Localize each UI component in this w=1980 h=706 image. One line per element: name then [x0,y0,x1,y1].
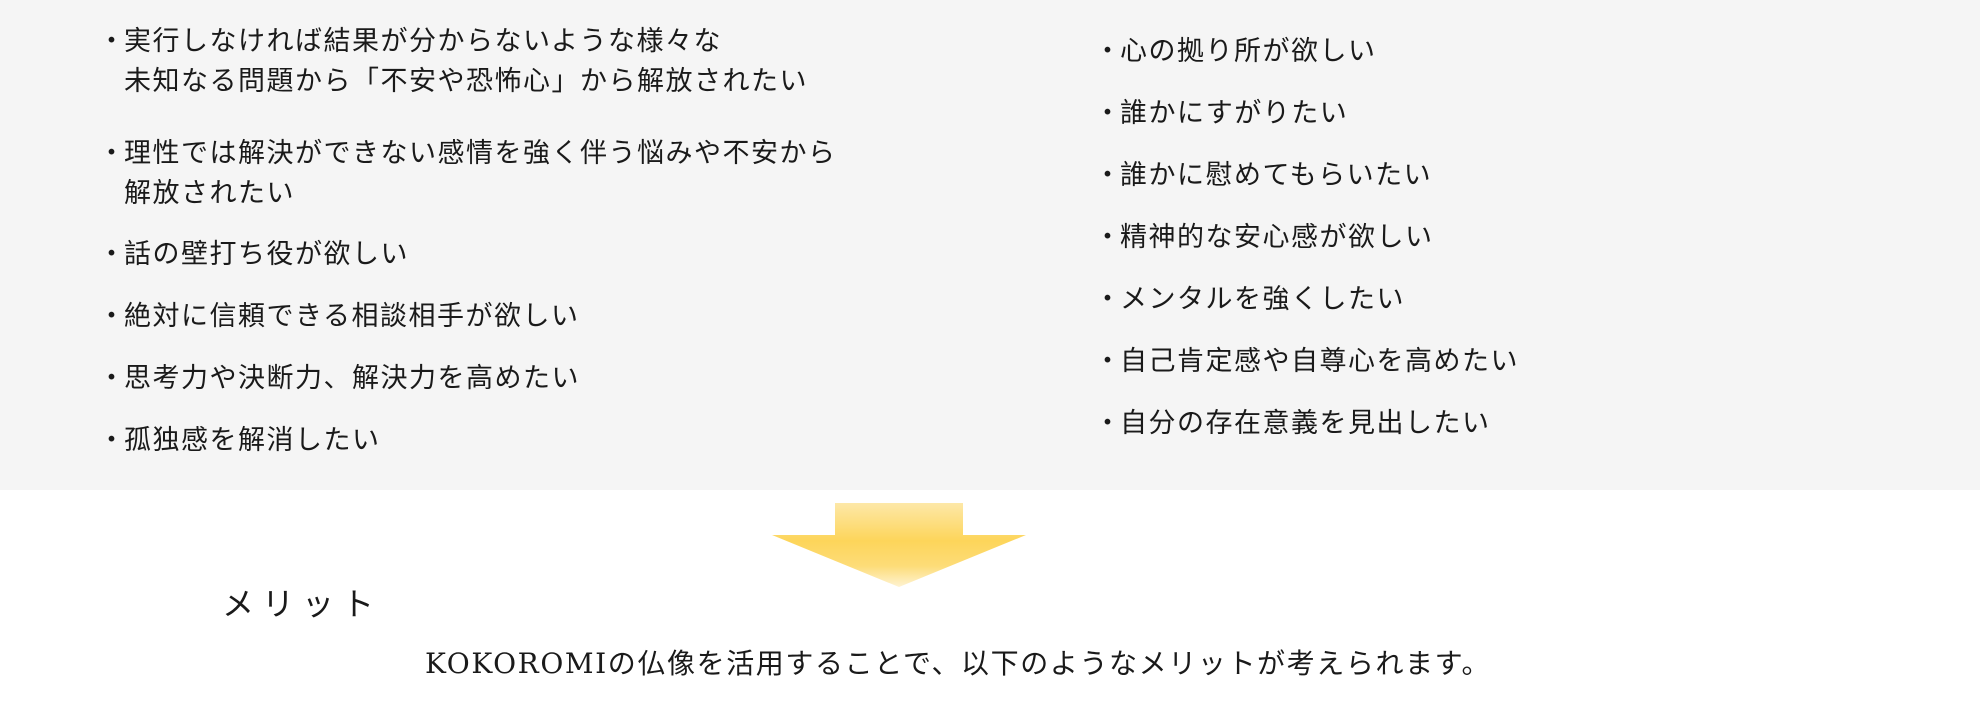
list-item-text: 自己肯定感や自尊心を高めたい [1120,346,1519,377]
list-item: ・ 思考力や決断力、解決力を高めたい [98,359,580,399]
bullet: ・ [98,26,127,57]
merit-heading: メリット [222,585,383,623]
list-item-text: 解放されたい [124,178,295,209]
list-item: ・ 孤独感を解消したい [98,421,381,461]
merit-description: KOKOROMIの仏像を活用することで、以下のようなメリットが考えられます。 [425,647,1492,680]
bullet: ・ [98,363,127,394]
list-item-text: 孤独感を解消したい [124,425,381,456]
list-item: ・ 話の壁打ち役が欲しい [98,235,409,275]
list-item: ・ 誰かにすがりたい [1094,94,1348,134]
down-arrow-icon [772,503,1026,587]
bullet: ・ [98,301,127,332]
list-item-text: 自分の存在意義を見出したい [1120,408,1491,439]
list-item: ・ 絶対に信頼できる相談相手が欲しい [98,297,579,337]
bullet: ・ [1094,222,1123,253]
bullet: ・ [98,138,127,169]
list-item-text: 誰かにすがりたい [1120,98,1349,129]
list-item-text: 思考力や決断力、解決力を高めたい [124,363,580,394]
list-item: ・ 自己肯定感や自尊心を高めたい [1094,342,1519,382]
list-item: ・ 理性では解決ができない感情を強く伴う悩みや不安から 解放されたい [98,134,837,214]
list-item-text: 実行しなければ結果が分からないような様々な [124,26,722,57]
list-item-text: 話の壁打ち役が欲しい [124,239,409,270]
list-item: ・ 精神的な安心感が欲しい [1094,218,1434,258]
bullet: ・ [1094,284,1123,315]
bullet: ・ [1094,36,1123,67]
list-item-text: 未知なる問題から「不安や恐怖心」から解放されたい [124,66,808,97]
list-item-text: 精神的な安心感が欲しい [1120,222,1434,253]
list-item-text: メンタルを強くしたい [1120,284,1405,315]
list-item: ・ メンタルを強くしたい [1094,280,1405,320]
needs-panel: ・ 実行しなければ結果が分からないような様々な 未知なる問題から「不安や恐怖心」… [98,22,1519,461]
list-item-text: 誰かに慰めてもらいたい [1120,160,1433,191]
list-item-text: 理性では解決ができない感情を強く伴う悩みや不安から [124,138,837,169]
list-item-text: 絶対に信頼できる相談相手が欲しい [124,301,580,332]
bullet: ・ [1094,98,1123,129]
list-item-text: 心の拠り所が欲しい [1120,36,1377,67]
bullet: ・ [98,425,127,456]
list-item: ・ 実行しなければ結果が分からないような様々な 未知なる問題から「不安や恐怖心」… [98,22,808,102]
list-item: ・ 自分の存在意義を見出したい [1094,404,1491,444]
bullet: ・ [98,239,127,270]
bullet: ・ [1094,346,1123,377]
bullet: ・ [1094,160,1123,191]
list-item: ・ 誰かに慰めてもらいたい [1094,156,1432,196]
list-item: ・ 心の拠り所が欲しい [1094,32,1377,72]
bullet: ・ [1094,408,1123,439]
